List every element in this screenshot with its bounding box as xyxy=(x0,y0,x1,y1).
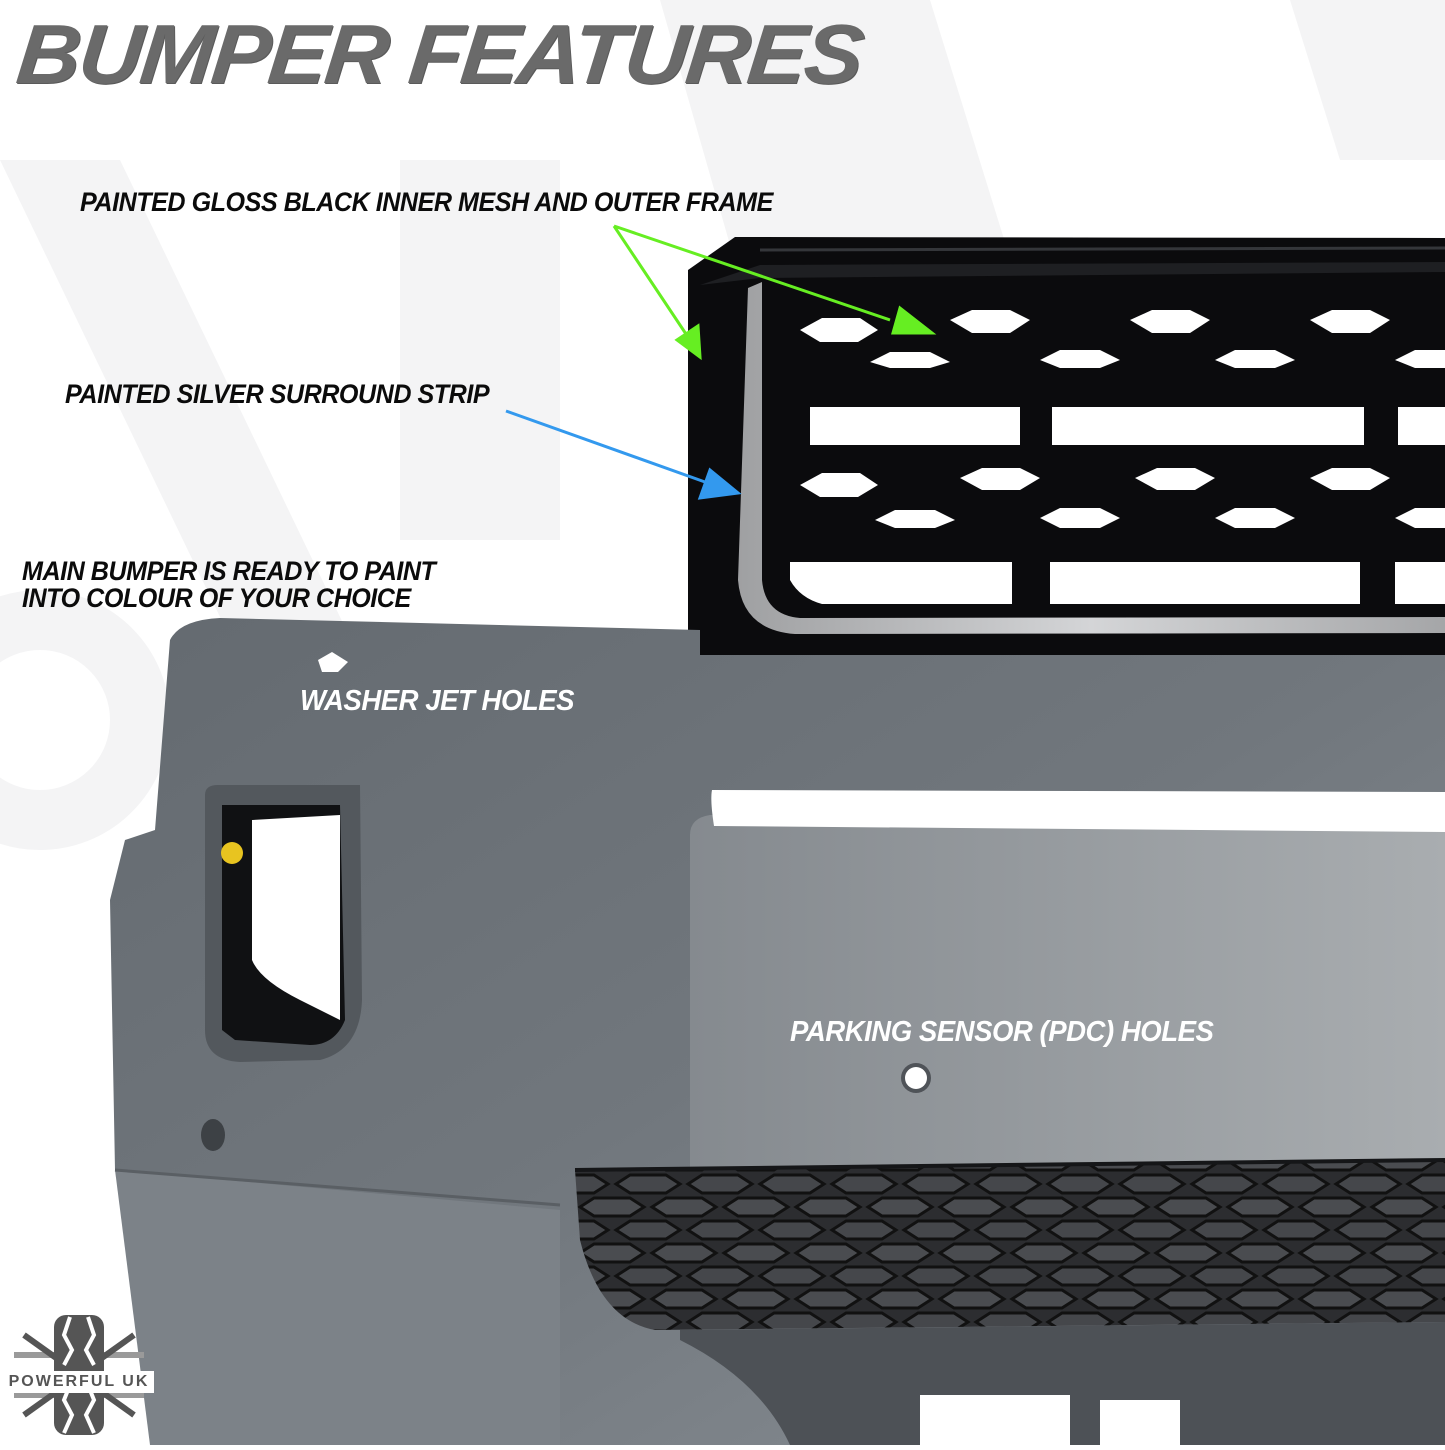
brand-logo-text: POWERFUL UK xyxy=(4,1371,154,1393)
callout-washer-jet: WASHER JET HOLES xyxy=(300,685,575,717)
green-arrows xyxy=(612,224,937,361)
washer-jet-hole xyxy=(318,652,348,672)
centre-pdc-hole xyxy=(905,1067,927,1089)
callout-main-bumper-line1: MAIN BUMPER IS READY TO PAINT xyxy=(22,556,436,586)
grille xyxy=(688,237,1445,655)
brand-logo: POWERFUL UK xyxy=(4,1305,176,1445)
callout-main-bumper: MAIN BUMPER IS READY TO PAINT INTO COLOU… xyxy=(22,556,436,613)
union-jack-tyre-icon xyxy=(14,1315,144,1435)
callout-gloss-black: PAINTED GLOSS BLACK INNER MESH AND OUTER… xyxy=(80,187,773,217)
yellow-clip xyxy=(221,842,243,864)
callout-silver-strip: PAINTED SILVER SURROUND STRIP xyxy=(65,379,490,409)
callout-parking-sensor: PARKING SENSOR (PDC) HOLES xyxy=(790,1016,1214,1048)
side-pdc-hole xyxy=(201,1119,225,1151)
page-title: BUMPER FEATURES xyxy=(12,7,867,101)
callout-main-bumper-line2: INTO COLOUR OF YOUR CHOICE xyxy=(22,583,411,613)
main-bumper xyxy=(110,618,1445,1445)
blue-arrow xyxy=(505,409,742,500)
